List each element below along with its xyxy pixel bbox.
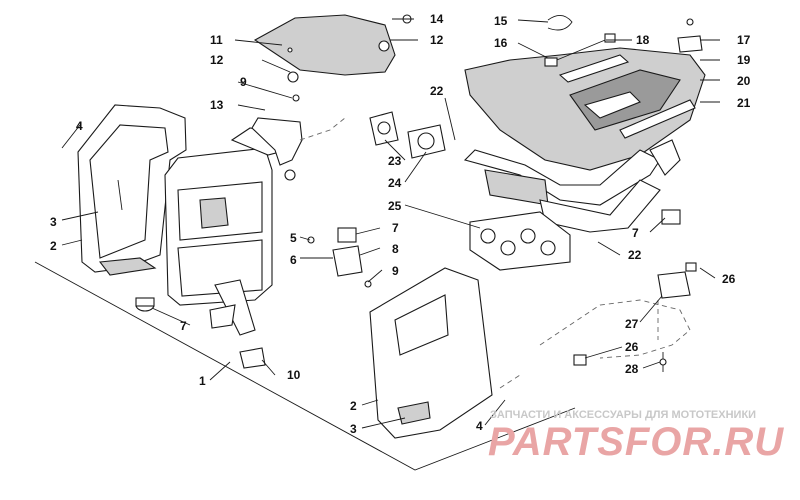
callout-26-right: 26 [722, 272, 736, 286]
callout-10: 10 [287, 368, 301, 382]
top-heat-shield [253, 14, 412, 102]
callout-18: 18 [636, 33, 650, 47]
rubber-mount-right [661, 209, 681, 225]
watermark-caption: ЗАПЧАСТИ И АКСЕССУАРЫ ДЛЯ МОТОТЕХНИКИ [490, 409, 756, 421]
mount-bracket-center [307, 227, 372, 288]
watermark: ЗАПЧАСТИ И АКСЕССУАРЫ ДЛЯ МОТОТЕХНИКИ PA… [488, 409, 784, 464]
callout-7-center: 7 [392, 221, 399, 235]
bracket-27 [657, 262, 697, 299]
clamp-19 [677, 18, 703, 53]
callout-13: 13 [210, 98, 224, 112]
muffler [164, 117, 303, 336]
callout-17: 17 [737, 33, 751, 47]
exhaust-header [463, 139, 681, 233]
callout-11: 11 [210, 33, 223, 47]
rubber-mount-left [135, 297, 155, 312]
callout-15: 15 [494, 14, 508, 28]
callout-24: 24 [388, 176, 402, 190]
callout-3-center: 3 [350, 422, 357, 436]
assembly-bracket-lines [34, 261, 576, 471]
callout-22-right: 22 [628, 248, 642, 262]
routing-dashes [299, 117, 691, 389]
callout-12-left: 12 [210, 53, 224, 67]
callout-4-center: 4 [476, 419, 483, 433]
watermark-brand: PARTSFOR.RU [488, 420, 784, 464]
callout-22-top: 22 [430, 84, 444, 98]
callout-28: 28 [625, 362, 639, 376]
callout-labels: 1 2 2 3 3 4 4 5 6 7 7 7 8 9 9 10 11 12 1… [50, 12, 751, 436]
callout-19: 19 [737, 53, 751, 67]
bolt-28 [659, 352, 667, 372]
callout-7-left: 7 [180, 319, 187, 333]
callout-9-center: 9 [392, 264, 399, 278]
callout-6: 6 [290, 253, 297, 267]
callout-2-left: 2 [50, 239, 57, 253]
sensor-16 [544, 33, 616, 67]
callout-26-lower: 26 [625, 340, 639, 354]
callout-2-center: 2 [350, 399, 357, 413]
sensor-26-lower [573, 354, 587, 366]
callout-25: 25 [388, 199, 402, 213]
upper-heat-shield [464, 47, 706, 171]
callout-23: 23 [388, 154, 402, 168]
callout-3-left: 3 [50, 215, 57, 229]
callout-8: 8 [392, 242, 399, 256]
leader-lines [61, 18, 720, 429]
center-heat-shield [369, 267, 493, 439]
callout-7-right: 7 [632, 226, 639, 240]
callout-20: 20 [737, 74, 751, 88]
callout-12-right: 12 [430, 33, 444, 47]
clamp-15 [547, 15, 573, 31]
left-heat-shield [77, 104, 187, 276]
bracket-10 [239, 347, 266, 369]
flange-gaskets [369, 111, 446, 159]
callout-16: 16 [494, 36, 508, 50]
callout-9-top: 9 [240, 75, 247, 89]
callout-4-left: 4 [76, 119, 83, 133]
callout-27: 27 [625, 317, 639, 331]
manifold-gasket [469, 211, 571, 271]
callout-5: 5 [290, 231, 297, 245]
callout-21: 21 [737, 96, 751, 110]
callout-1: 1 [199, 374, 206, 388]
callout-14: 14 [430, 12, 444, 26]
